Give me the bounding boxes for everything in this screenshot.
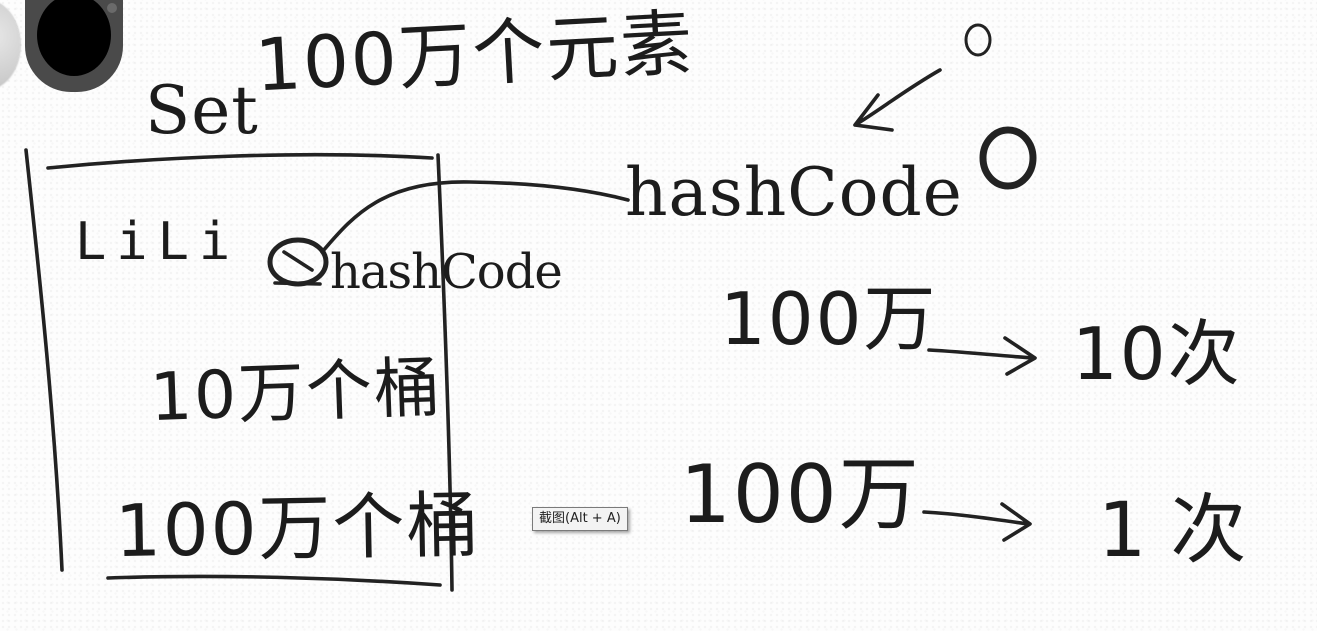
buckets-100w-label: 100万个桶 — [114, 482, 482, 574]
record-button-dark-icon[interactable] — [25, 0, 123, 92]
app-icons — [0, 0, 150, 95]
screenshot-tooltip: 截图(Alt + A) — [532, 507, 628, 531]
record-button-light-icon[interactable] — [0, 0, 20, 90]
row2-right-label: 1次 — [1098, 485, 1271, 574]
set-label: Set — [145, 72, 259, 149]
arrow-to-hashcode — [853, 68, 942, 132]
set-box-bottom-line — [106, 574, 442, 587]
whiteboard-title: 100万个元素 — [253, 0, 697, 108]
hashcode-outer-label: hashCode — [625, 154, 963, 231]
set-box-right-line — [436, 153, 454, 592]
buckets-10w-label: 10万个桶 — [148, 348, 444, 437]
small-circle — [964, 23, 992, 57]
row1-left-label: 100万 — [720, 277, 938, 361]
hashcode-link-curve — [320, 180, 630, 254]
row1-arrow-icon — [927, 336, 1037, 376]
set-box-top-line — [46, 152, 434, 170]
element-scribble — [273, 250, 322, 286]
element-label: LiLi — [75, 212, 241, 272]
row2-arrow-icon — [922, 502, 1032, 542]
row1-right-label: 10次 — [1072, 312, 1242, 396]
set-box-left-line — [24, 148, 64, 572]
bold-circle — [979, 126, 1037, 190]
row2-left-label: 100万 — [680, 448, 921, 541]
hashcode-inner-label: hashCode — [330, 244, 563, 300]
